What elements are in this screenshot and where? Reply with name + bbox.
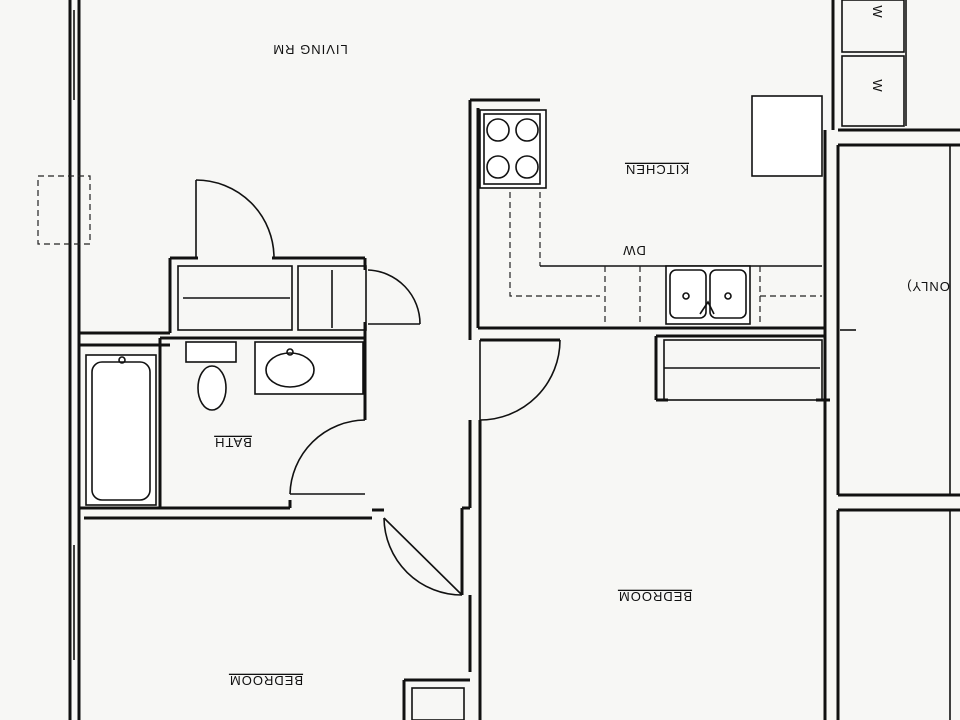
refrigerator xyxy=(751,95,823,177)
label-bedroom-right: BEDROOM xyxy=(618,589,692,604)
label-kitchen: KITCHEN xyxy=(625,162,689,177)
label-dishwasher: DW xyxy=(622,243,646,258)
vanity xyxy=(254,341,364,395)
label-right-fragment: ONLY) xyxy=(906,279,950,294)
label-living-room: LIVING RM xyxy=(272,42,347,57)
label-bedroom-left: BEDROOM xyxy=(229,673,303,688)
walls xyxy=(37,0,960,720)
room-labels: LIVING RM KITCHEN DW BATH BEDROOM BEDROO… xyxy=(214,5,950,688)
label-cabinet-mark-1: W xyxy=(870,5,885,18)
bathtub xyxy=(85,354,157,506)
sink xyxy=(665,265,751,325)
kitchen-fixtures xyxy=(479,95,823,325)
toilet-tank xyxy=(185,341,237,363)
bath-fixtures xyxy=(85,341,364,506)
label-bath: BATH xyxy=(214,435,252,450)
label-cabinet-mark-2: W xyxy=(870,79,885,92)
doors xyxy=(195,179,561,596)
toilet-bowl xyxy=(197,365,227,411)
